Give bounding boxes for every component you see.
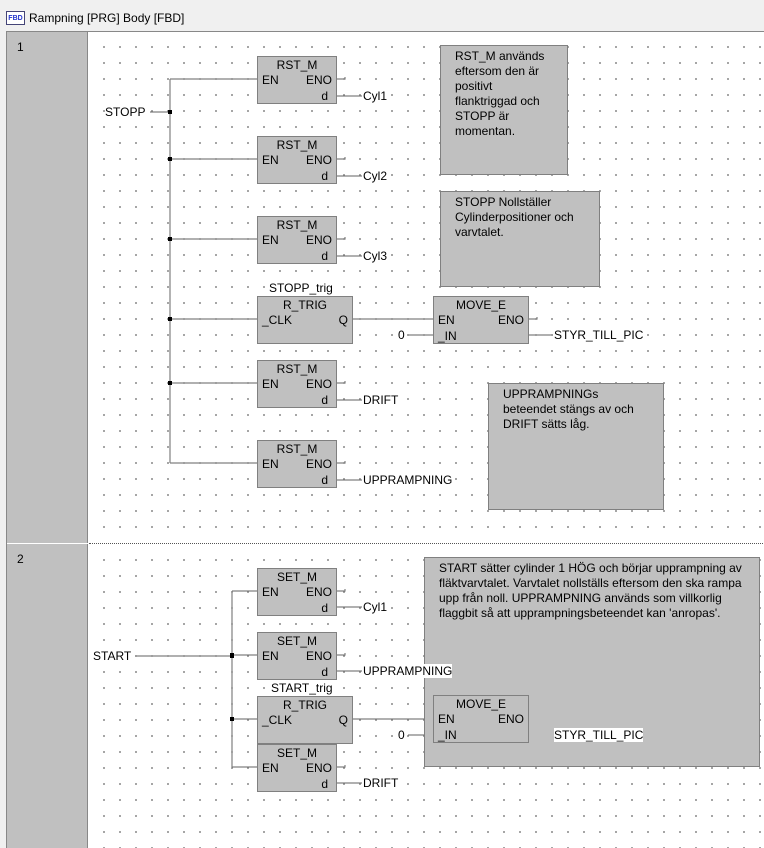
input-variable-start[interactable]: START <box>93 649 132 663</box>
block-type: R_TRIG <box>282 698 327 712</box>
pin-eno: ENO <box>305 233 332 247</box>
pin-en: EN <box>262 585 279 599</box>
block-type: RST_M <box>276 218 318 232</box>
network-1-header[interactable]: 1 <box>7 32 88 543</box>
fbd-icon: FBD <box>6 11 25 25</box>
pin-eno: ENO <box>497 313 524 327</box>
block-type: SET_M <box>276 570 317 584</box>
pin-d: d <box>321 473 328 487</box>
comment-box[interactable]: STOPP Nollställer Cylinderpositioner och… <box>440 191 600 287</box>
output-variable[interactable]: DRIFT <box>363 776 399 790</box>
instance-name[interactable]: START_trig <box>271 681 333 695</box>
instance-name[interactable]: STOPP_trig <box>269 281 333 295</box>
pin-d: d <box>321 89 328 103</box>
pin-en: EN <box>262 73 279 87</box>
pin-en: EN <box>262 153 279 167</box>
output-variable[interactable]: STYR_TILL_PIC <box>554 728 644 742</box>
pin-clk: _CLK <box>262 313 293 327</box>
comment-box[interactable]: RST_M används eftersom den är positivt f… <box>440 45 568 175</box>
network-number: 1 <box>17 40 24 54</box>
pin-en: EN <box>438 712 455 726</box>
output-variable[interactable]: Cyl1 <box>363 600 388 614</box>
output-variable[interactable]: Cyl2 <box>363 169 388 183</box>
window-title-bar: FBD Rampning [PRG] Body [FBD] <box>6 9 184 27</box>
pin-q: Q <box>338 313 348 327</box>
block-type: RST_M <box>276 58 318 72</box>
pin-eno: ENO <box>305 585 332 599</box>
pin-d: d <box>321 601 328 615</box>
fbd-editor[interactable]: 1 2 <box>6 31 764 848</box>
pin-d: d <box>321 393 328 407</box>
pin-in: _IN <box>438 728 457 742</box>
r-trig-block[interactable]: R_TRIG_CLK Q <box>257 296 353 344</box>
block-type: SET_M <box>276 746 317 760</box>
pin-d: d <box>321 249 328 263</box>
block-type: SET_M <box>276 634 317 648</box>
block-type: RST_M <box>276 442 318 456</box>
pin-en: EN <box>262 649 279 663</box>
network-2-header[interactable]: 2 <box>7 544 88 848</box>
pin-eno: ENO <box>305 761 332 775</box>
r-trig-block[interactable]: R_TRIG_CLK Q <box>257 696 353 744</box>
input-variable-stopp[interactable]: STOPP <box>105 105 146 119</box>
output-variable[interactable]: Cyl3 <box>363 249 388 263</box>
pin-d: d <box>321 665 328 679</box>
block-type: RST_M <box>276 362 318 376</box>
network-separator <box>89 543 764 544</box>
pin-eno: ENO <box>305 377 332 391</box>
pin-eno: ENO <box>305 457 332 471</box>
network-number: 2 <box>17 552 24 566</box>
block-type: MOVE_E <box>455 298 506 312</box>
pin-clk: _CLK <box>262 713 293 727</box>
pin-d: d <box>321 169 328 183</box>
output-variable[interactable]: UPPRAMPNING <box>363 664 453 678</box>
output-variable[interactable]: UPPRAMPNING <box>363 473 453 487</box>
pin-en: EN <box>262 761 279 775</box>
pin-eno: ENO <box>305 649 332 663</box>
pin-eno: ENO <box>497 712 524 726</box>
pin-eno: ENO <box>305 73 332 87</box>
comment-box[interactable]: UPPRAMPNINGs beteendet stängs av och DRI… <box>488 383 664 510</box>
window-title: Rampning [PRG] Body [FBD] <box>29 11 185 25</box>
block-type: R_TRIG <box>282 298 327 312</box>
move-input-value[interactable]: 0 <box>398 328 405 342</box>
output-variable[interactable]: Cyl1 <box>363 89 388 103</box>
block-type: RST_M <box>276 138 318 152</box>
pin-en: EN <box>262 377 279 391</box>
pin-en: EN <box>262 233 279 247</box>
pin-en: EN <box>262 457 279 471</box>
move-input-value[interactable]: 0 <box>398 728 405 742</box>
pin-en: EN <box>438 313 455 327</box>
pin-eno: ENO <box>305 153 332 167</box>
pin-in: _IN <box>438 329 457 343</box>
output-variable[interactable]: DRIFT <box>363 393 399 407</box>
pin-q: Q <box>338 713 348 727</box>
output-variable[interactable]: STYR_TILL_PIC <box>554 328 644 342</box>
block-type: MOVE_E <box>455 697 506 711</box>
pin-d: d <box>321 777 328 791</box>
